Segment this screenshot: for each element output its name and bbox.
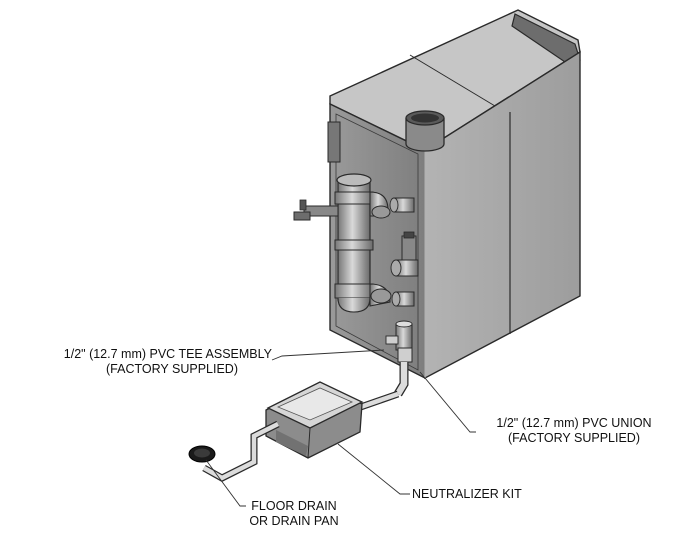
floor-drain — [188, 445, 216, 463]
label-union-line2: (FACTORY SUPPLIED) — [508, 431, 640, 445]
leader-floor-drain — [205, 459, 246, 507]
label-tee-assembly-line1: 1/2" (12.7 mm) PVC TEE ASSEMBLY — [63, 347, 272, 361]
label-floor-drain-line2: OR DRAIN PAN — [249, 514, 339, 528]
label-union: 1/2" (12.7 mm) PVC UNION (FACTORY SUPPLI… — [476, 416, 672, 446]
vertical-pipe-assembly — [293, 173, 392, 313]
leader-tee-assembly — [271, 349, 385, 361]
vent-collar — [405, 110, 445, 152]
neutralizer-kit-box — [265, 381, 364, 459]
label-neutralizer-kit: NEUTRALIZER KIT — [412, 487, 522, 502]
top-panel-seam — [409, 54, 506, 113]
leader-lines — [205, 349, 476, 507]
drain-pipe-run — [202, 420, 280, 482]
label-union-line1: 1/2" (12.7 mm) PVC UNION — [496, 416, 652, 430]
side-bracket — [327, 121, 341, 163]
condensate-tee-union — [385, 320, 413, 397]
leader-union — [419, 371, 476, 433]
label-tee-assembly-line2: (FACTORY SUPPLIED) — [106, 362, 238, 376]
front-inner-frame — [335, 113, 419, 371]
leader-neutralizer — [337, 443, 410, 495]
label-floor-drain-line1: FLOOR DRAIN — [251, 499, 337, 513]
label-tee-assembly: 1/2" (12.7 mm) PVC TEE ASSEMBLY (FACTORY… — [0, 347, 272, 377]
label-floor-drain: FLOOR DRAIN OR DRAIN PAN — [248, 499, 340, 529]
label-neutralizer-line1: NEUTRALIZER KIT — [412, 487, 522, 501]
front-fittings — [389, 197, 419, 307]
